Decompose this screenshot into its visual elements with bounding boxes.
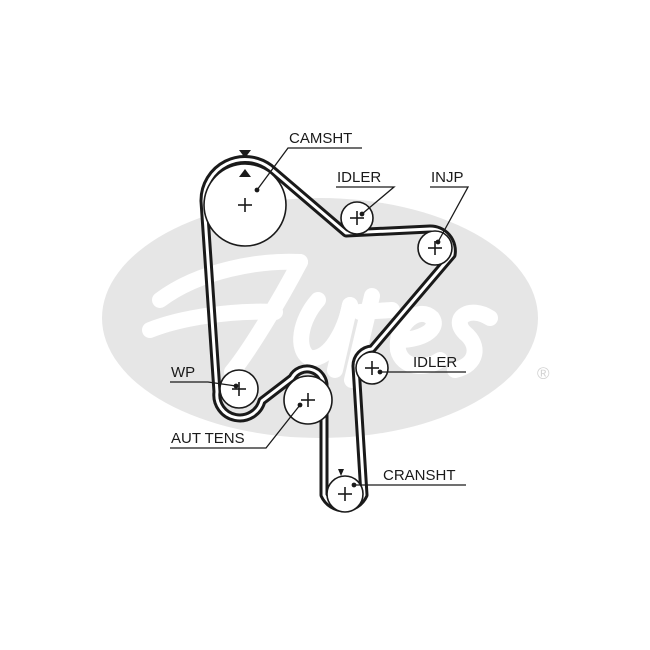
idler-top-label: IDLER [337,169,381,186]
wp-leader [170,381,237,387]
camshaft-label: CAMSHT [289,130,352,147]
idler-top-pulley [340,201,374,235]
idler-right-label: IDLER [413,354,457,371]
water-pump-pulley [219,369,259,409]
timing-mark-arrow-down-icon [239,150,251,158]
leader-lines [170,147,470,488]
timing-mark-arrow-up-icon [239,169,251,177]
crankshaft-label: CRANSHT [383,467,456,484]
aut-tens-leader [170,404,301,449]
camshaft-pulley [203,163,287,247]
component-labels: CAMSHT IDLER INJP IDLER WP AUT TENS CRAN… [171,130,464,484]
crank-timing-arrow-icon [338,469,344,476]
watermark-registered-mark: ® [537,364,550,383]
auto-tensioner-label: AUT TENS [171,430,245,447]
camshaft-timing-mark [239,150,251,177]
injp-leader [430,186,470,243]
idler-right-pulley [355,351,389,385]
injection-pump-label: INJP [431,169,464,186]
crankshaft-pulley [326,475,364,513]
idler-top-leader [336,186,396,215]
auto-tensioner-pulley [283,375,333,425]
camshaft-leader [256,147,362,191]
watermark-letterforms [142,253,498,388]
crankshaft-timing-mark [338,469,344,476]
water-pump-label: WP [171,364,195,381]
injection-pump-pulley [417,230,453,266]
